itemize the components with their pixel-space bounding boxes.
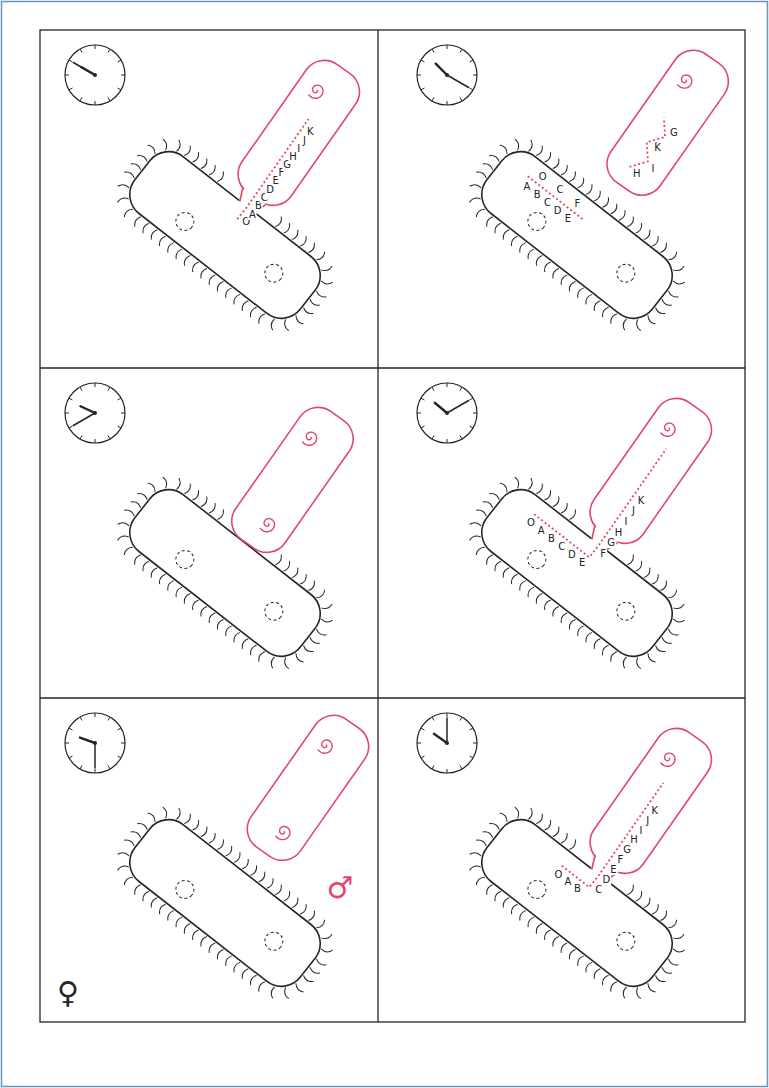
bridge-wall (592, 527, 595, 540)
gene-letter: H (629, 835, 639, 845)
plasmid-spiral (677, 73, 695, 91)
nucleoid (524, 209, 549, 234)
nucleoid (613, 929, 638, 954)
panel-grid (40, 30, 745, 1022)
gene-letter: D (567, 550, 577, 560)
dna-strand (237, 119, 308, 219)
panel-divider (40, 367, 745, 368)
gene-letter: F (599, 549, 607, 559)
gene-letter: E (564, 214, 572, 224)
conjugation-panel (65, 707, 377, 1015)
gene-letter: G (622, 845, 632, 855)
plasmid-spiral (275, 824, 293, 842)
gene-letter: A (564, 877, 573, 887)
clock (417, 45, 477, 105)
gene-letter: C (594, 885, 603, 895)
gene-letter: A (537, 526, 546, 536)
plasmid-spiral (660, 751, 678, 769)
gene-letter: J (645, 816, 650, 826)
conjugation-panel (417, 42, 737, 347)
plasmid-spiral (317, 738, 335, 756)
gene-letter: H (632, 169, 642, 179)
dna-strand (562, 783, 664, 887)
gene-letter: B (533, 190, 542, 200)
gene-letter: B (573, 884, 582, 894)
clock (65, 45, 125, 105)
gene-letter: I (638, 826, 643, 836)
gene-letter: B (547, 534, 556, 544)
nucleoid (524, 877, 549, 902)
gene-letter: K (306, 127, 315, 137)
gene-letter: K (653, 143, 662, 153)
bridge-wall (592, 857, 595, 870)
male-cell (598, 42, 737, 204)
nucleoid (261, 929, 286, 954)
gene-letter: E (609, 865, 617, 875)
sex-symbol: ♂ (327, 873, 354, 903)
clock (417, 383, 477, 443)
gene-letter: G (606, 538, 616, 548)
clock (65, 383, 125, 443)
gene-letter: I (296, 144, 301, 154)
nucleoid (172, 209, 197, 234)
nucleoid (524, 547, 549, 572)
gene-letter: F (616, 855, 624, 865)
gene-letter: C (557, 542, 566, 552)
male-cell (223, 399, 362, 561)
nucleoid (172, 877, 197, 902)
plasmid-spiral (259, 517, 277, 535)
gene-letter: I (624, 517, 629, 527)
nucleoid (613, 599, 638, 624)
gene-letter: A (523, 182, 532, 192)
male-cell (239, 707, 378, 869)
conjugation-panel (417, 713, 720, 1014)
nucleoid (172, 547, 197, 572)
plasmid-spiral (308, 83, 326, 101)
nucleoid (261, 261, 286, 286)
dna-strand (534, 449, 666, 557)
panel-divider (377, 30, 378, 1022)
conjugation-panel (417, 383, 720, 684)
clock (417, 713, 477, 773)
gene-letter: G (669, 128, 679, 138)
plasmid-spiral (302, 430, 320, 448)
clock (65, 713, 125, 773)
conjugation-panel (65, 383, 362, 684)
gene-letter: K (650, 806, 659, 816)
nucleoid (613, 261, 638, 286)
gene-letter: D (553, 206, 563, 216)
gene-letter: H (614, 528, 624, 538)
gene-letter: J (631, 506, 636, 516)
plasmid-spiral (660, 421, 678, 439)
dna-strand (629, 118, 665, 167)
gene-letter: I (651, 164, 656, 174)
gene-letter: O (526, 518, 536, 528)
panel-divider (40, 697, 745, 698)
gene-letter: O (538, 172, 548, 182)
bridge-wall (240, 189, 243, 202)
nucleoid (261, 599, 286, 624)
gene-letter: K (637, 496, 646, 506)
gene-letter: C (543, 198, 552, 208)
gene-letter: E (578, 558, 586, 568)
gene-letter: O (554, 870, 564, 880)
dna-strand (528, 176, 583, 219)
sex-symbol: ♀ (57, 978, 79, 1008)
gene-letter: C (556, 185, 565, 195)
conjugation-panel (65, 45, 368, 346)
gene-letter: D (602, 875, 612, 885)
gene-letter: F (574, 199, 582, 209)
